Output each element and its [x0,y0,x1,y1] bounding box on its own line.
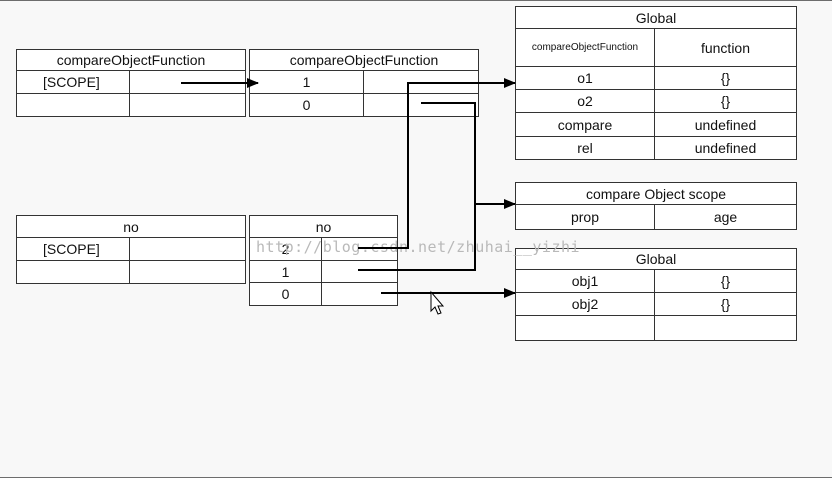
cof-chain-index: 0 [249,93,364,117]
no-chain-table: no 2 1 0 [248,215,399,306]
no-scope-empty-cell [128,260,247,284]
compare-scope-title: compare Object scope [514,182,798,205]
top-border-line [0,0,832,1]
arrow-no-2-to-global-top [358,78,516,249]
global-top-value: {} [654,66,797,90]
arrow-no-1-to-compare-scope [358,204,476,271]
arrow-cof-0-to-compare-scope [421,102,516,209]
no-chain-index: 2 [249,237,322,261]
cof-scope-table: compareObjectFunction [SCOPE] [15,49,247,117]
cof-chain-title: compareObjectFunction [248,49,480,71]
global-top-value: undefined [654,136,797,160]
global-bottom-value: {} [654,292,797,316]
cof-scope-empty-cell [16,93,130,117]
mouse-cursor-icon [430,290,445,315]
compare-scope-table: compare Object scope prop age [514,182,798,230]
compare-scope-key: prop [515,204,655,230]
watermark-url: http://blog.csdn.net/zhuhai__yizhi [256,238,581,256]
global-top-key: rel [515,136,655,160]
cof-scope-empty-cell [128,93,247,117]
no-scope-table: no [SCOPE] [15,215,247,284]
global-bottom-table: Global obj1 {} obj2 {} [515,248,797,341]
compare-scope-value: age [653,204,798,230]
global-top-value: function [654,28,797,67]
global-bottom-key: obj1 [515,269,655,293]
global-top-value: undefined [654,112,797,137]
global-top-key: compareObjectFunction [515,28,655,67]
no-scope-empty-cell [16,260,130,284]
cof-scope-cell: [SCOPE] [16,70,130,94]
global-top-table: Global compareObjectFunction function o1… [515,6,797,160]
cof-chain-pointer-cell [362,93,480,117]
cof-chain-index: 1 [249,70,364,94]
no-scope-cell: [SCOPE] [16,237,130,261]
cof-chain-table: compareObjectFunction 1 0 [248,49,480,117]
global-bottom-value [654,315,797,341]
